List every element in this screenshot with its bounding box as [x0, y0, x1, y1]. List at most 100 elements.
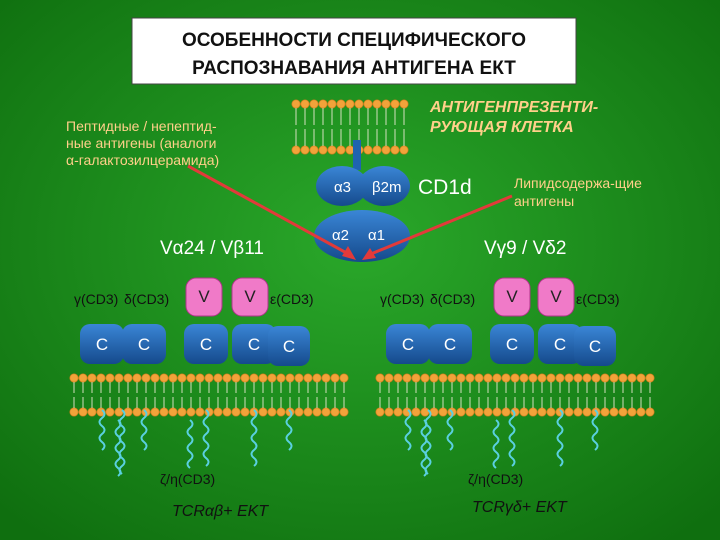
- lipid-head: [420, 373, 430, 383]
- lipid-head: [375, 407, 385, 417]
- lipid-head: [390, 99, 400, 109]
- lipid-head: [336, 99, 346, 109]
- left-v-domain-1: [185, 277, 223, 317]
- lipid-head: [636, 407, 646, 417]
- lipid-head: [318, 99, 328, 109]
- lipid-head: [492, 407, 502, 417]
- left-tcr-complex: Vα24 / Vβ11 γ(CD3) δ(CD3) ε(CD3) V V C C…: [74, 238, 314, 520]
- lipid-head: [300, 145, 310, 155]
- lipid-head: [456, 373, 466, 383]
- lipid-head: [354, 99, 364, 109]
- alpha1-alpha2-domain: [314, 210, 410, 262]
- lipid-head: [645, 373, 655, 383]
- lipid-head: [600, 407, 610, 417]
- left-c5-label: C: [283, 337, 295, 356]
- lipid-head: [636, 373, 646, 383]
- right-c-domain-5: [574, 326, 616, 366]
- lipid-head: [141, 373, 151, 383]
- lipid-head: [186, 373, 196, 383]
- cytoplasmic-tail: [114, 419, 122, 477]
- cytoplasmic-tail: [492, 419, 500, 469]
- cytoplasmic-tail: [556, 409, 564, 467]
- lipid-head: [87, 407, 97, 417]
- lipid-head: [276, 373, 286, 383]
- lipid-head: [321, 373, 331, 383]
- lipid-head: [537, 373, 547, 383]
- lipid-head: [150, 373, 160, 383]
- lipid-head: [222, 373, 232, 383]
- lipid-head: [519, 407, 529, 417]
- right-zeta-label: ζ/η(CD3): [468, 471, 523, 487]
- lipid-head: [330, 407, 340, 417]
- cytoplasmic-tail: [591, 409, 599, 451]
- cytoplasmic-tail: [420, 419, 428, 477]
- left-delta-cd3: δ(CD3): [124, 291, 169, 307]
- apc-membrane: [291, 99, 409, 155]
- lipid-head: [555, 373, 565, 383]
- lipid-head: [510, 373, 520, 383]
- right-c3-label: C: [506, 335, 518, 354]
- title-box: ОСОБЕННОСТИ СПЕЦИФИЧЕСКОГО РАСПОЗНАВАНИЯ…: [131, 17, 577, 85]
- lipid-head: [384, 373, 394, 383]
- lipid-head: [132, 373, 142, 383]
- peptide-label-line3: α-галактозилцерамида): [66, 152, 219, 168]
- lipid-head: [267, 407, 277, 417]
- lipid-head: [300, 99, 310, 109]
- left-c3-label: C: [200, 335, 212, 354]
- cytoplasmic-tail: [202, 409, 210, 467]
- lipid-head: [528, 407, 538, 417]
- lipid-head: [381, 99, 391, 109]
- lipid-head: [609, 407, 619, 417]
- lipid-head: [582, 373, 592, 383]
- lipid-head: [240, 373, 250, 383]
- lipid-head: [339, 373, 349, 383]
- right-t-cell-bilayer: [375, 373, 655, 417]
- lipid-head: [345, 145, 355, 155]
- left-c-domain-5: [268, 326, 310, 366]
- lipid-head: [492, 373, 502, 383]
- lipid-head: [159, 373, 169, 383]
- lipid-head: [96, 373, 106, 383]
- lipid-head: [159, 407, 169, 417]
- right-delta-cd3: δ(CD3): [430, 291, 475, 307]
- lipid-head: [195, 407, 205, 417]
- lipid-head: [114, 373, 124, 383]
- antigen-arrows: [187, 164, 513, 260]
- lipid-head: [78, 373, 88, 383]
- right-v1-label: V: [506, 287, 518, 306]
- lipid-head: [393, 407, 403, 417]
- lipid-head: [591, 373, 601, 383]
- alpha3-label: α3: [334, 179, 351, 196]
- lipid-head: [372, 145, 382, 155]
- lipid-head: [390, 145, 400, 155]
- lipid-head: [546, 373, 556, 383]
- lipid-head: [381, 145, 391, 155]
- lipid-head: [402, 373, 412, 383]
- left-c-domain-3: [184, 324, 228, 364]
- lipid-head: [309, 99, 319, 109]
- lipid-head: [645, 407, 655, 417]
- right-tcr-complex: Vγ9 / Vδ2 γ(CD3) δ(CD3) ε(CD3) V V C C C…: [380, 238, 620, 516]
- lipid-head: [168, 373, 178, 383]
- lipid-head: [537, 407, 547, 417]
- lipid-head: [330, 373, 340, 383]
- lipid-head: [519, 373, 529, 383]
- lipid-head: [627, 407, 637, 417]
- cytoplasmic-tail: [404, 409, 412, 451]
- lipid-head: [501, 373, 511, 383]
- lipid-head: [627, 373, 637, 383]
- cytoplasmic-tail: [424, 409, 432, 475]
- lipid-head: [345, 99, 355, 109]
- lipid-head: [399, 99, 409, 109]
- cd1d-stem: [353, 140, 361, 170]
- title-line1: ОСОБЕННОСТИ СПЕЦИФИЧЕСКОГО: [182, 30, 526, 51]
- lipid-head: [474, 407, 484, 417]
- lipid-head: [177, 407, 187, 417]
- lipid-head: [69, 373, 79, 383]
- apc-label-line1: АНТИГЕНПРЕЗЕНТИ-: [429, 99, 598, 116]
- apc-bilayer: [291, 99, 409, 155]
- lipid-head: [240, 407, 250, 417]
- right-c-domain-3: [490, 324, 534, 364]
- lipid-head: [258, 407, 268, 417]
